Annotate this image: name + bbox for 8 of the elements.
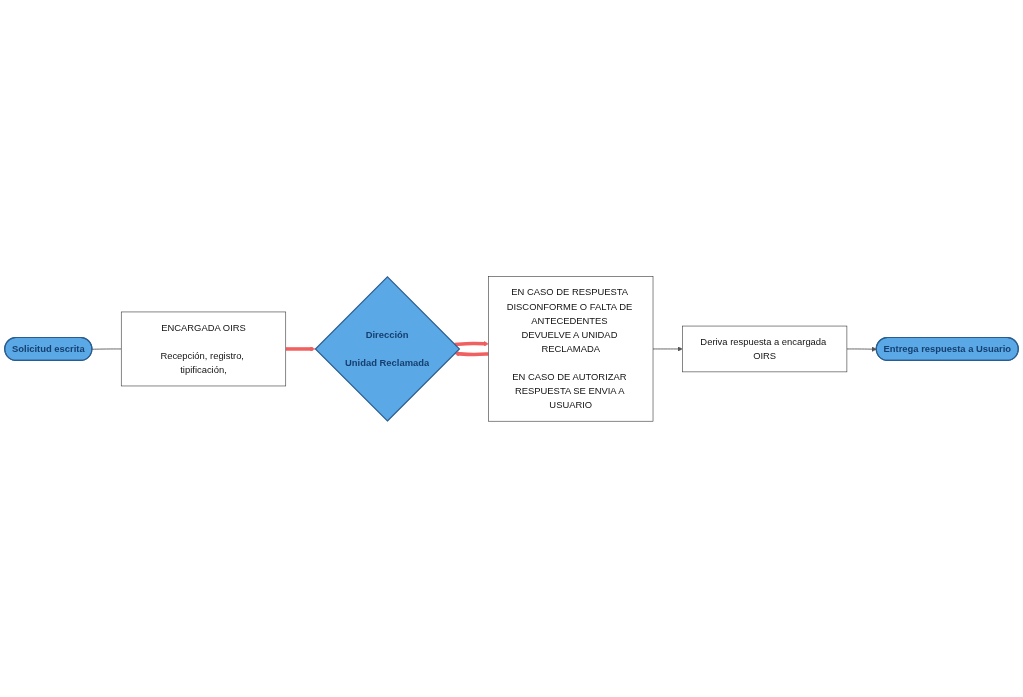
node-diamond: Dirección Unidad Reclamada	[314, 275, 461, 422]
node-box: EN CASO DE RESPUESTA DISCONFORME O FALTA DE ANTECEDENTES DEVUELVE A UNIDAD RECLAMADA EN CASO DE AUTORIZAR RESPUESTA SE ENVIA A USUARIO	[488, 275, 654, 422]
node-box: ENCARGADA OIRS Recepción, registro, tipificación,	[120, 311, 287, 386]
arrow	[285, 345, 316, 352]
arrow	[454, 350, 489, 356]
arrow	[454, 340, 489, 346]
node-box: Deriva respuesta a encargada OIRS	[682, 325, 848, 372]
connector	[91, 348, 122, 350]
